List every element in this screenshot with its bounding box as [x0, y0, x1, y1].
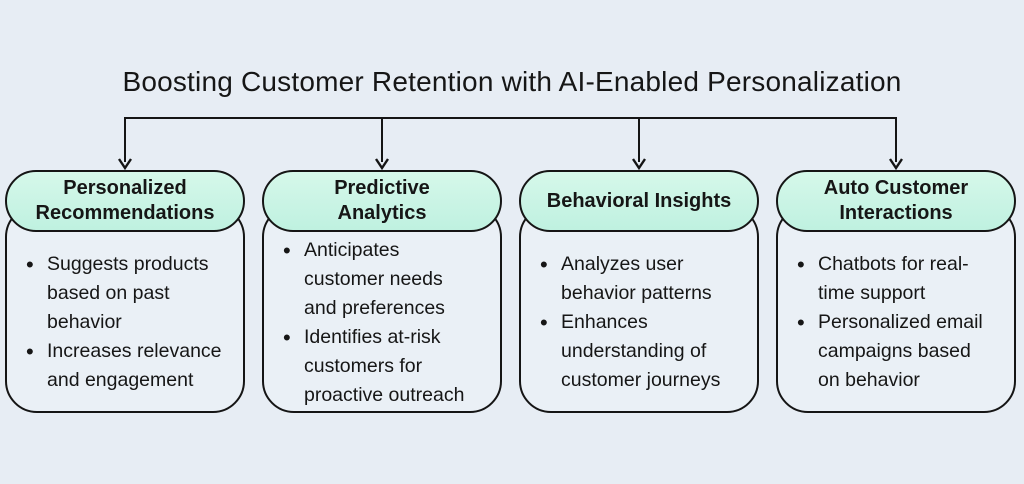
- branch-body: Chatbots for real- time support Personal…: [776, 205, 1016, 413]
- branch-header-pill: Predictive Analytics: [262, 170, 502, 232]
- branch-auto-customer-interactions: Auto Customer Interactions Chatbots for …: [776, 170, 1016, 413]
- branch-header-pill: Personalized Recommendations: [5, 170, 245, 232]
- branch-body: Suggests products based on past behavior…: [5, 205, 245, 413]
- branch-body: Analyzes user behavior patterns Enhances…: [519, 205, 759, 413]
- arrowhead-2: [375, 158, 389, 170]
- bullet-item: Identifies at-risk customers for proacti…: [281, 323, 464, 410]
- bullet-item: Analyzes user behavior patterns: [538, 250, 720, 308]
- branch-header-pill: Auto Customer Interactions: [776, 170, 1016, 232]
- bullet-item: Suggests products based on past behavior: [24, 250, 222, 337]
- bullet-item: Anticipates customer needs and preferenc…: [281, 236, 464, 323]
- branch-header-label: Behavioral Insights: [546, 189, 732, 212]
- bullet-list: Suggests products based on past behavior…: [24, 250, 222, 395]
- branch-header-pill: Behavioral Insights: [519, 170, 759, 232]
- bullet-item: Enhances understanding of customer journ…: [538, 308, 720, 395]
- branch-predictive-analytics: Predictive Analytics Anticipates custome…: [262, 170, 502, 413]
- branch-header-label: Auto Customer Interactions: [823, 177, 969, 224]
- branch-behavioral-insights: Behavioral Insights Analyzes user behavi…: [519, 170, 759, 413]
- branch-body: Anticipates customer needs and preferenc…: [262, 205, 502, 413]
- bullet-item: Chatbots for real- time support: [795, 250, 983, 308]
- arrowhead-3: [632, 158, 646, 170]
- arrowhead-1: [118, 158, 132, 170]
- bullet-item: Increases relevance and engagement: [24, 337, 222, 395]
- bullet-item: Personalized email campaigns based on be…: [795, 308, 983, 395]
- connector-lines: [118, 117, 903, 170]
- diagram-title: Boosting Customer Retention with AI-Enab…: [122, 66, 902, 97]
- bullet-list: Chatbots for real- time support Personal…: [795, 250, 983, 395]
- branch-personalized-recommendations: Personalized Recommendations Suggests pr…: [5, 170, 245, 413]
- arrowhead-4: [889, 158, 903, 170]
- branch-header-label: Predictive Analytics: [334, 177, 430, 224]
- branch-header-label: Personalized Recommendations: [35, 177, 215, 224]
- bullet-list: Anticipates customer needs and preferenc…: [281, 236, 464, 410]
- bullet-list: Analyzes user behavior patterns Enhances…: [538, 250, 720, 395]
- trunk-line: [124, 117, 897, 162]
- branches-row: Personalized Recommendations Suggests pr…: [5, 170, 1016, 413]
